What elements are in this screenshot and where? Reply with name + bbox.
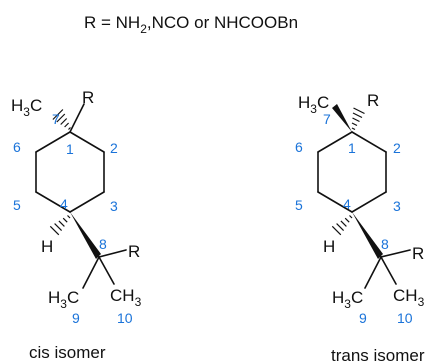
carbon-number-6: 6 <box>13 139 21 155</box>
bond-c8-c9 <box>82 256 100 289</box>
carbon-number-3: 3 <box>393 198 401 214</box>
carbon-number-10: 10 <box>397 310 413 326</box>
formula-prefix: R = NH <box>84 13 140 32</box>
ring-bond <box>35 131 71 153</box>
carbon-number-4: 4 <box>343 196 351 212</box>
ring-bond <box>351 131 387 153</box>
methyl-group-c9: H3C <box>332 288 363 311</box>
r-group-definition: R = NH2,NCO or NHCOOBn <box>84 13 298 36</box>
wedge-bond-c1-ch3 <box>332 104 352 132</box>
bond-c8-r <box>380 249 411 258</box>
r-group-c1: R <box>82 88 94 107</box>
hydrogen-c4: H <box>41 237 53 256</box>
r-group-c8: R <box>128 242 140 261</box>
carbon-number-7: 7 <box>323 111 331 127</box>
bond-c8-c10 <box>98 256 115 285</box>
carbon-number-9: 9 <box>359 310 367 326</box>
carbon-number-2: 2 <box>393 140 401 156</box>
cis-isomer-caption: cis isomer <box>29 343 106 362</box>
carbon-number-9: 9 <box>72 310 80 326</box>
carbon-number-8: 8 <box>381 236 389 252</box>
hashed-bond-c1-ch3 <box>52 109 71 130</box>
carbon-number-2: 2 <box>110 140 118 156</box>
methyl-group-c7: H3C <box>298 93 329 116</box>
carbon-number-3: 3 <box>110 198 118 214</box>
hashed-bond-c4-h <box>331 215 353 236</box>
bond-c8-r <box>98 249 127 258</box>
r-group-c1: R <box>367 91 379 110</box>
carbon-number-1: 1 <box>66 141 74 157</box>
wedge-bond-c4-c8 <box>352 212 383 259</box>
bond-c1-r <box>69 103 85 133</box>
formula-suffix: ,NCO or NHCOOBn <box>147 13 298 32</box>
carbon-number-1: 1 <box>348 140 356 156</box>
hydrogen-c4: H <box>323 237 335 256</box>
ring-bond <box>351 191 387 213</box>
carbon-number-7: 7 <box>52 111 60 127</box>
hashed-bond-c1-r <box>351 107 365 131</box>
bond-c8-c10 <box>380 256 397 285</box>
r-group-c8: R <box>412 244 424 263</box>
trans-isomer-caption: trans isomer <box>331 346 425 364</box>
ring-bond <box>35 191 71 213</box>
trans-isomer-structure: H3C R H R H3C CH3 7 1 2 3 4 5 6 8 9 10 <box>295 91 425 326</box>
ring-bond <box>69 191 105 213</box>
carbon-number-6: 6 <box>295 139 303 155</box>
carbon-number-4: 4 <box>60 196 68 212</box>
ring-bond <box>69 131 105 153</box>
methyl-group-c9: H3C <box>48 288 79 311</box>
methyl-group-c10: CH3 <box>110 286 142 309</box>
carbon-number-10: 10 <box>117 310 133 326</box>
ring-bond <box>317 191 353 213</box>
carbon-number-5: 5 <box>295 197 303 213</box>
wedge-bond-c4-c8 <box>70 212 101 259</box>
bond-c8-c9 <box>364 256 382 289</box>
methyl-group-c7: H3C <box>11 96 42 119</box>
hashed-bond-c4-h <box>49 215 71 236</box>
carbon-number-5: 5 <box>13 197 21 213</box>
carbon-number-8: 8 <box>99 236 107 252</box>
cis-isomer-structure: H3C R H R H3C CH3 7 1 2 3 4 5 6 8 9 10 <box>11 88 142 326</box>
methyl-group-c10: CH3 <box>393 286 425 309</box>
ring-bond <box>317 131 353 153</box>
formula-subscript: 2 <box>140 22 147 36</box>
